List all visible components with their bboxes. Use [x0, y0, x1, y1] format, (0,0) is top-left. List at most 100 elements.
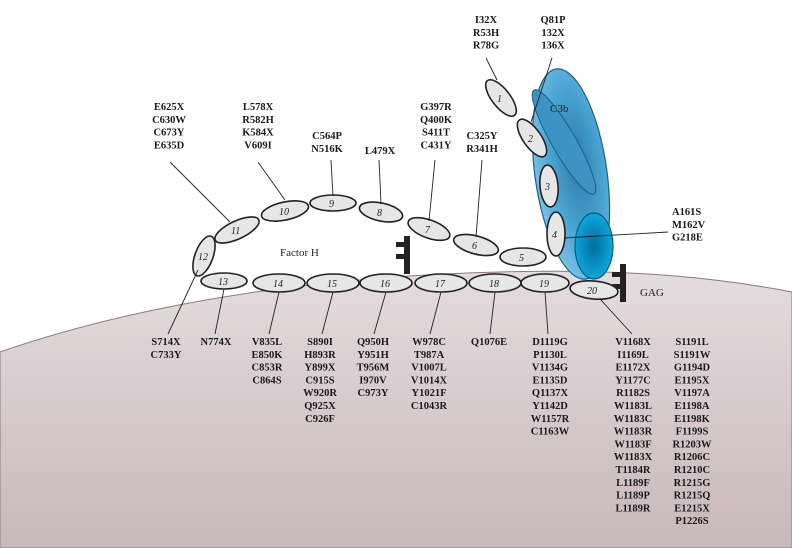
mutation-label: S714X — [151, 337, 181, 348]
gag-anchor: GAG — [612, 264, 664, 302]
svg-text:20: 20 — [587, 286, 597, 297]
mutation-label: C926F — [305, 414, 335, 425]
mutation-label: M162V — [672, 220, 706, 231]
mutation-label: R1203W — [672, 439, 712, 450]
ccp-8: 8 — [358, 201, 404, 223]
mutation-label: Y1177C — [615, 375, 651, 386]
mutation-label: C1043R — [411, 401, 448, 412]
ccp-6: 6 — [452, 233, 500, 257]
mutation-label: R341H — [466, 144, 498, 155]
svg-text:12: 12 — [198, 252, 208, 263]
mutation-label: S1191W — [674, 350, 711, 361]
mutation-label: W1183X — [614, 452, 653, 463]
svg-text:16: 16 — [380, 279, 390, 290]
svg-text:6: 6 — [472, 241, 477, 252]
mutation-label: C630W — [152, 115, 186, 126]
cell-membrane — [0, 270, 792, 548]
ccp-20: 20 — [569, 279, 619, 301]
mutation-label: C673Y — [154, 128, 185, 139]
mutation-label: E625X — [154, 102, 185, 113]
mutation-label: C853R — [252, 363, 283, 374]
mutation-label: V1197A — [674, 388, 710, 399]
mutation-label: V1168X — [615, 337, 651, 348]
mutation-label: C325Y — [467, 131, 498, 142]
ccp-1: 1 — [484, 78, 518, 118]
svg-text:14: 14 — [273, 279, 283, 290]
svg-text:13: 13 — [218, 277, 228, 288]
mutation-label: V835L — [252, 337, 282, 348]
mutation-label: W1157R — [531, 414, 570, 425]
mutation-label: E1198K — [674, 414, 710, 425]
mutation-label: E1195X — [674, 375, 709, 386]
ccp-7: 7 — [407, 216, 451, 242]
mutation-label: R1215Q — [674, 491, 711, 502]
ccp-18: 18 — [468, 273, 522, 293]
mutation-label: E1198A — [674, 401, 709, 412]
mutation-label: R582H — [242, 115, 274, 126]
svg-text:3: 3 — [544, 182, 550, 193]
mutation-label: R1215G — [674, 478, 711, 489]
ccp-10: 10 — [260, 200, 310, 222]
mutation-label: W920R — [303, 388, 337, 399]
mutation-label: S890I — [307, 337, 333, 348]
gag-label: GAG — [640, 287, 664, 299]
svg-text:4: 4 — [552, 230, 557, 241]
mutation-label: V609I — [244, 140, 271, 151]
mutation-label: C431Y — [421, 140, 452, 151]
svg-text:11: 11 — [231, 226, 240, 237]
mutation-label: V1007L — [411, 363, 447, 374]
mutation-label: C733Y — [151, 350, 182, 361]
mutation-label: G218E — [672, 233, 703, 244]
leader-lines — [167, 57, 669, 335]
mutation-label: Q925X — [304, 401, 336, 412]
ccp-19: 19 — [520, 273, 570, 293]
ccp-12: 12 — [192, 235, 216, 277]
mutation-label: I970V — [359, 375, 387, 386]
svg-text:2: 2 — [528, 134, 533, 145]
mutation-label: S1191L — [675, 337, 708, 348]
mutation-label: Y1021F — [412, 388, 447, 399]
ccp-5: 5 — [499, 247, 547, 267]
ccp-2: 2 — [516, 118, 548, 158]
mutation-label: L578X — [243, 102, 274, 113]
glycan-anchor — [396, 236, 410, 274]
mutation-label: Y899X — [305, 363, 336, 374]
mutation-label: Q950H — [357, 337, 389, 348]
mutation-label: E1215X — [674, 503, 710, 514]
mutation-label: Q400K — [420, 115, 453, 126]
mutation-label: E1135D — [532, 375, 567, 386]
mutation-label: W1183L — [614, 401, 652, 412]
mutation-label: N516K — [311, 144, 343, 155]
mutation-label: W1183C — [614, 414, 653, 425]
mutation-label: Y951H — [357, 350, 389, 361]
ccp-17: 17 — [414, 273, 468, 293]
mutations-ccp12: S714X C733Y — [151, 337, 182, 361]
mutation-label: W1183F — [614, 439, 651, 450]
mutation-label: L1189P — [616, 491, 650, 502]
mutation-label: H893R — [304, 350, 336, 361]
mutation-label: T956M — [357, 363, 390, 374]
svg-text:9: 9 — [329, 199, 334, 210]
mutation-label: C864S — [252, 375, 281, 386]
mutation-label: G397R — [420, 102, 452, 113]
ccp-9: 9 — [309, 194, 357, 212]
svg-text:19: 19 — [539, 279, 549, 290]
c3b-label: C3b — [550, 103, 569, 115]
ccp-modules: 1 2 3 4 5 6 7 8 9 10 11 12 13 14 15 16 1… — [192, 78, 619, 301]
ccp-11: 11 — [214, 216, 260, 244]
